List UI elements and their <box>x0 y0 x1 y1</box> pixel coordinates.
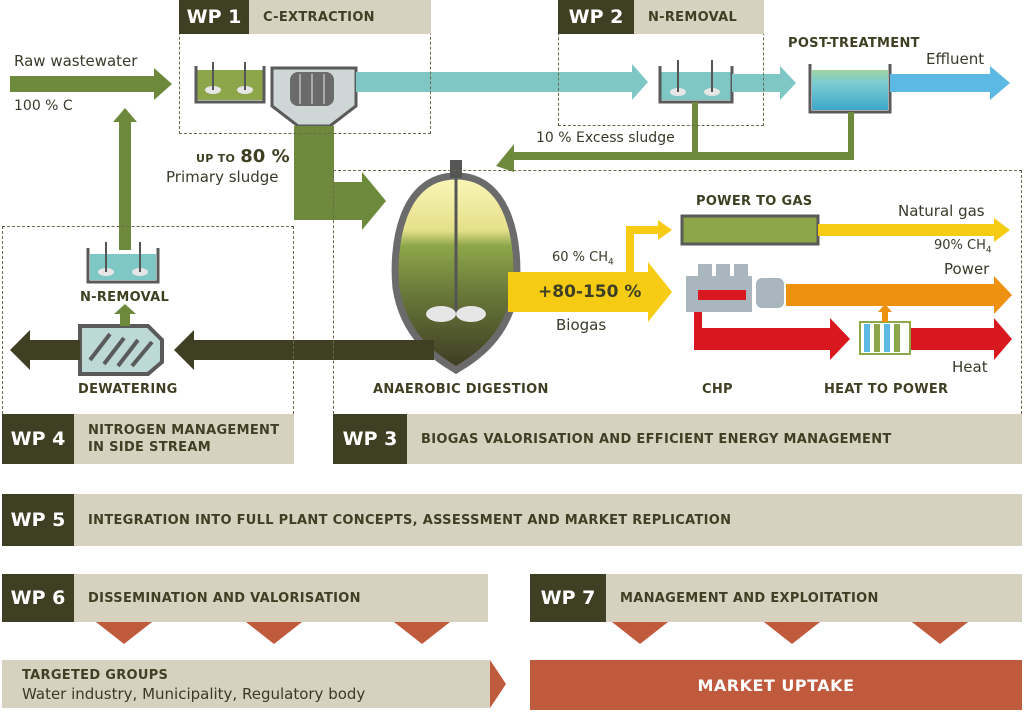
effluent-label: Effluent <box>926 50 985 68</box>
n-removal-tank <box>658 60 734 104</box>
market-uptake-label: MARKET UPTAKE <box>697 675 855 695</box>
excess-sludge-label: 10 % Excess sludge <box>536 130 675 146</box>
wp7-header: WP 7 MANAGEMENT AND EXPLOITATION <box>530 574 1022 622</box>
wp3-label: BIOGAS VALORISATION AND EFFICIENT ENERGY… <box>421 431 892 447</box>
anaerobic-digester <box>391 160 521 375</box>
biogas-gain-label: +80-150 % <box>538 282 642 302</box>
primary-sludge-percent: UP TO 80 % <box>196 146 290 167</box>
wp4-label-line2: IN SIDE STREAM <box>88 440 211 455</box>
primary-sludge-label: Primary sludge <box>166 168 279 186</box>
dewatering-up-arrow <box>114 304 136 326</box>
wp1-tag: WP 1 <box>179 0 249 34</box>
wp7-down-marker <box>612 622 668 644</box>
wp7-label: MANAGEMENT AND EXPLOITATION <box>620 590 879 606</box>
wp7-down-marker <box>912 622 968 644</box>
heat-to-power-label: HEAT TO POWER <box>824 382 949 397</box>
c-extraction-tank <box>194 62 266 104</box>
wp2-header: WP 2 N-REMOVAL <box>558 0 764 34</box>
ch4-60-sub: 4 <box>608 257 614 268</box>
side-n-removal-tank <box>86 242 160 284</box>
wp5-tag: WP 5 <box>2 494 74 546</box>
wp5-label: INTEGRATION INTO FULL PLANT CONCEPTS, AS… <box>88 512 732 528</box>
n-removal-out-arrow <box>732 66 796 100</box>
targeted-groups-box: TARGETED GROUPS Water industry, Municipa… <box>2 660 490 708</box>
post-treatment-tank <box>808 64 892 114</box>
wp6-header: WP 6 DISSEMINATION AND VALORISATION <box>2 574 488 622</box>
chp-label: CHP <box>702 382 733 397</box>
primary-percent: 80 % <box>240 146 290 167</box>
natural-gas-ch4: 90% CH4 <box>934 238 992 256</box>
power-arrow <box>786 276 1012 314</box>
dewatering-out-arrow <box>10 330 80 370</box>
dewatering-label: DEWATERING <box>78 382 178 397</box>
post-treatment-label: POST-TREATMENT <box>788 36 920 51</box>
excess-sludge-arrow <box>496 102 854 172</box>
wp1-label: C-EXTRACTION <box>263 9 375 25</box>
wp4-tag: WP 4 <box>2 414 74 464</box>
heat-label: Heat <box>952 358 988 376</box>
dewatering-unit <box>78 324 164 376</box>
wp3-tag: WP 3 <box>333 414 407 464</box>
ch4-90-sub: 4 <box>985 245 992 256</box>
biogas-arrow <box>508 220 672 322</box>
heat-arrow <box>694 312 1012 360</box>
wp7-tag: WP 7 <box>530 574 606 622</box>
wp6-down-marker <box>246 622 302 644</box>
wp1-header: WP 1 C-EXTRACTION <box>179 0 431 34</box>
natural-gas-arrow <box>818 218 1010 242</box>
wp6-down-marker <box>394 622 450 644</box>
wp3-header: WP 3 BIOGAS VALORISATION AND EFFICIENT E… <box>333 414 1022 464</box>
wp5-header: WP 5 INTEGRATION INTO FULL PLANT CONCEPT… <box>2 494 1022 546</box>
wp4-header: WP 4 NITROGEN MANAGEMENT IN SIDE STREAM <box>2 414 294 464</box>
power-label: Power <box>944 260 990 278</box>
wp4-label-line1: NITROGEN MANAGEMENT <box>88 423 280 438</box>
wp6-label: DISSEMINATION AND VALORISATION <box>88 590 361 606</box>
biogas-label: Biogas <box>556 316 607 334</box>
wp2-label: N-REMOVAL <box>648 9 738 25</box>
wp7-down-marker <box>764 622 820 644</box>
primary-up-to: UP TO <box>196 152 236 165</box>
chp-engine <box>686 264 784 312</box>
power-to-gas-label: POWER TO GAS <box>696 194 813 209</box>
ch4-90-text: 90% CH <box>934 238 986 253</box>
water-flow-arrow <box>356 64 648 100</box>
heat-to-power-unit <box>859 304 911 355</box>
raw-wastewater-arrow <box>10 68 172 100</box>
effluent-arrow <box>890 66 1010 100</box>
primary-sludge-arrow <box>294 126 386 230</box>
wp6-down-marker <box>96 622 152 644</box>
wp6-tag: WP 6 <box>2 574 74 622</box>
biogas-ch4: 60 % CH4 <box>552 250 614 268</box>
wp4-label: NITROGEN MANAGEMENT IN SIDE STREAM <box>74 422 279 456</box>
market-uptake-box: MARKET UPTAKE <box>530 660 1022 710</box>
targeted-groups-list: Water industry, Municipality, Regulatory… <box>22 685 366 703</box>
raw-percent-label: 100 % C <box>14 98 73 114</box>
targeted-groups-arrow-tip <box>490 660 506 708</box>
targeted-groups-title: TARGETED GROUPS <box>22 668 169 683</box>
side-return-arrow <box>113 108 137 250</box>
raw-wastewater-label: Raw wastewater <box>14 52 138 70</box>
wp2-tag: WP 2 <box>558 0 634 34</box>
digestate-arrow <box>174 330 434 370</box>
primary-settler <box>270 66 358 128</box>
anaerobic-digestion-label: ANAEROBIC DIGESTION <box>373 382 549 397</box>
side-n-removal-label: N-REMOVAL <box>80 290 170 305</box>
natural-gas-label: Natural gas <box>898 202 985 220</box>
ch4-60-text: 60 % CH <box>552 250 609 265</box>
